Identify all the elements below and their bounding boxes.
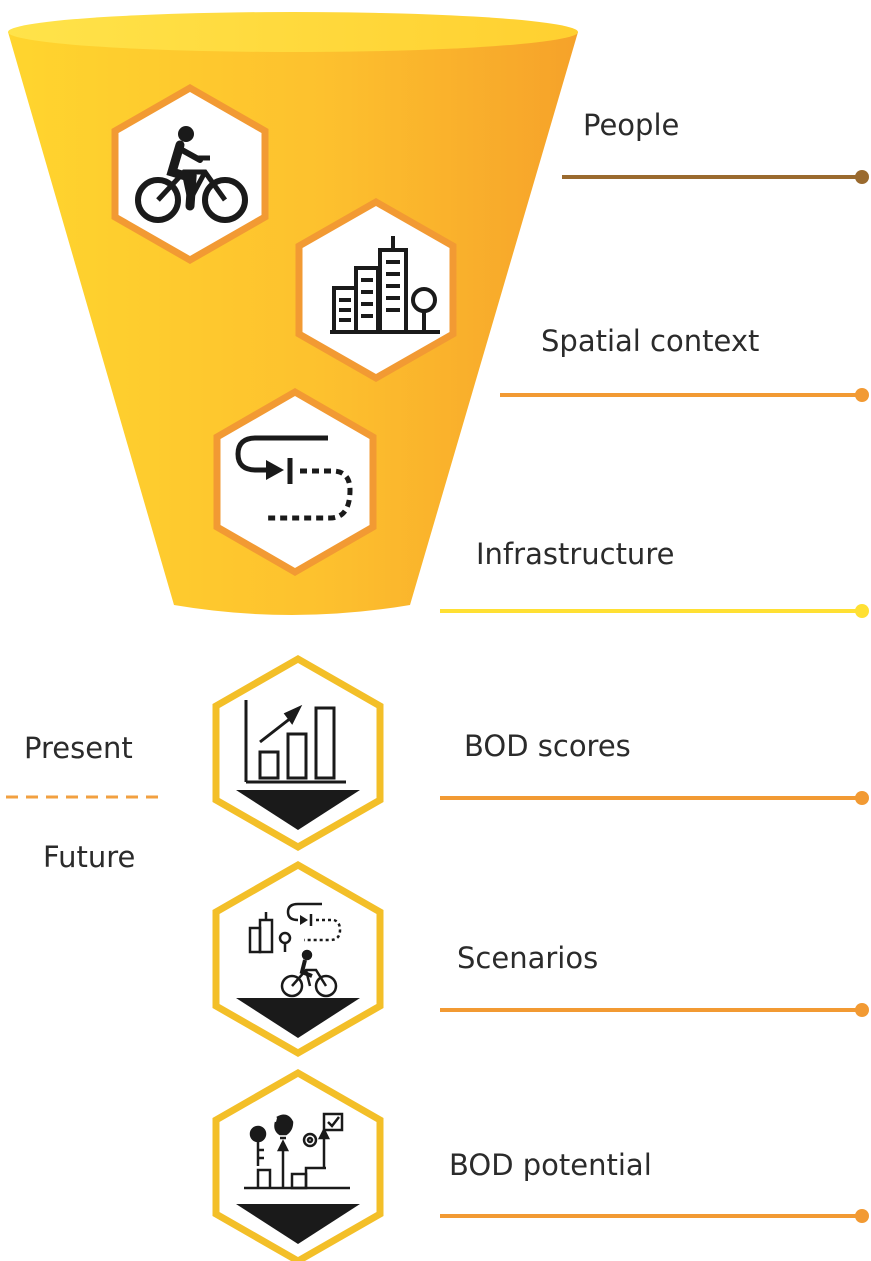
- hex-infrastructure: [213, 387, 377, 577]
- bar-chart-growth-icon: [244, 700, 346, 784]
- label-bod-scores: BOD scores: [464, 729, 631, 763]
- label-bod-potential: BOD potential: [449, 1148, 652, 1182]
- connector-bod-scores: [440, 791, 869, 805]
- hex-bod-scores: [212, 654, 384, 852]
- label-people: People: [583, 108, 680, 142]
- hex-scenarios: [212, 860, 384, 1058]
- label-present: Present: [24, 731, 133, 765]
- label-scenarios: Scenarios: [457, 941, 599, 975]
- connector-people: [562, 170, 869, 184]
- scenarios-icon: [248, 902, 342, 998]
- route-icon: [235, 435, 353, 521]
- label-future: Future: [43, 840, 136, 874]
- label-infrastructure: Infrastructure: [476, 537, 675, 571]
- connector-bod-potential: [440, 1209, 869, 1223]
- hex-spatial: [295, 197, 457, 383]
- connector-infrastructure: [440, 604, 869, 618]
- hex-bod-potential: [212, 1068, 384, 1261]
- city-buildings-icon: [330, 236, 440, 334]
- potential-icon: [244, 1112, 350, 1190]
- label-spatial-context: Spatial context: [541, 324, 760, 358]
- cyclist-icon: [135, 126, 248, 223]
- hex-people: [111, 83, 269, 265]
- connector-spatial: [500, 388, 869, 402]
- connector-scenarios: [440, 1003, 869, 1017]
